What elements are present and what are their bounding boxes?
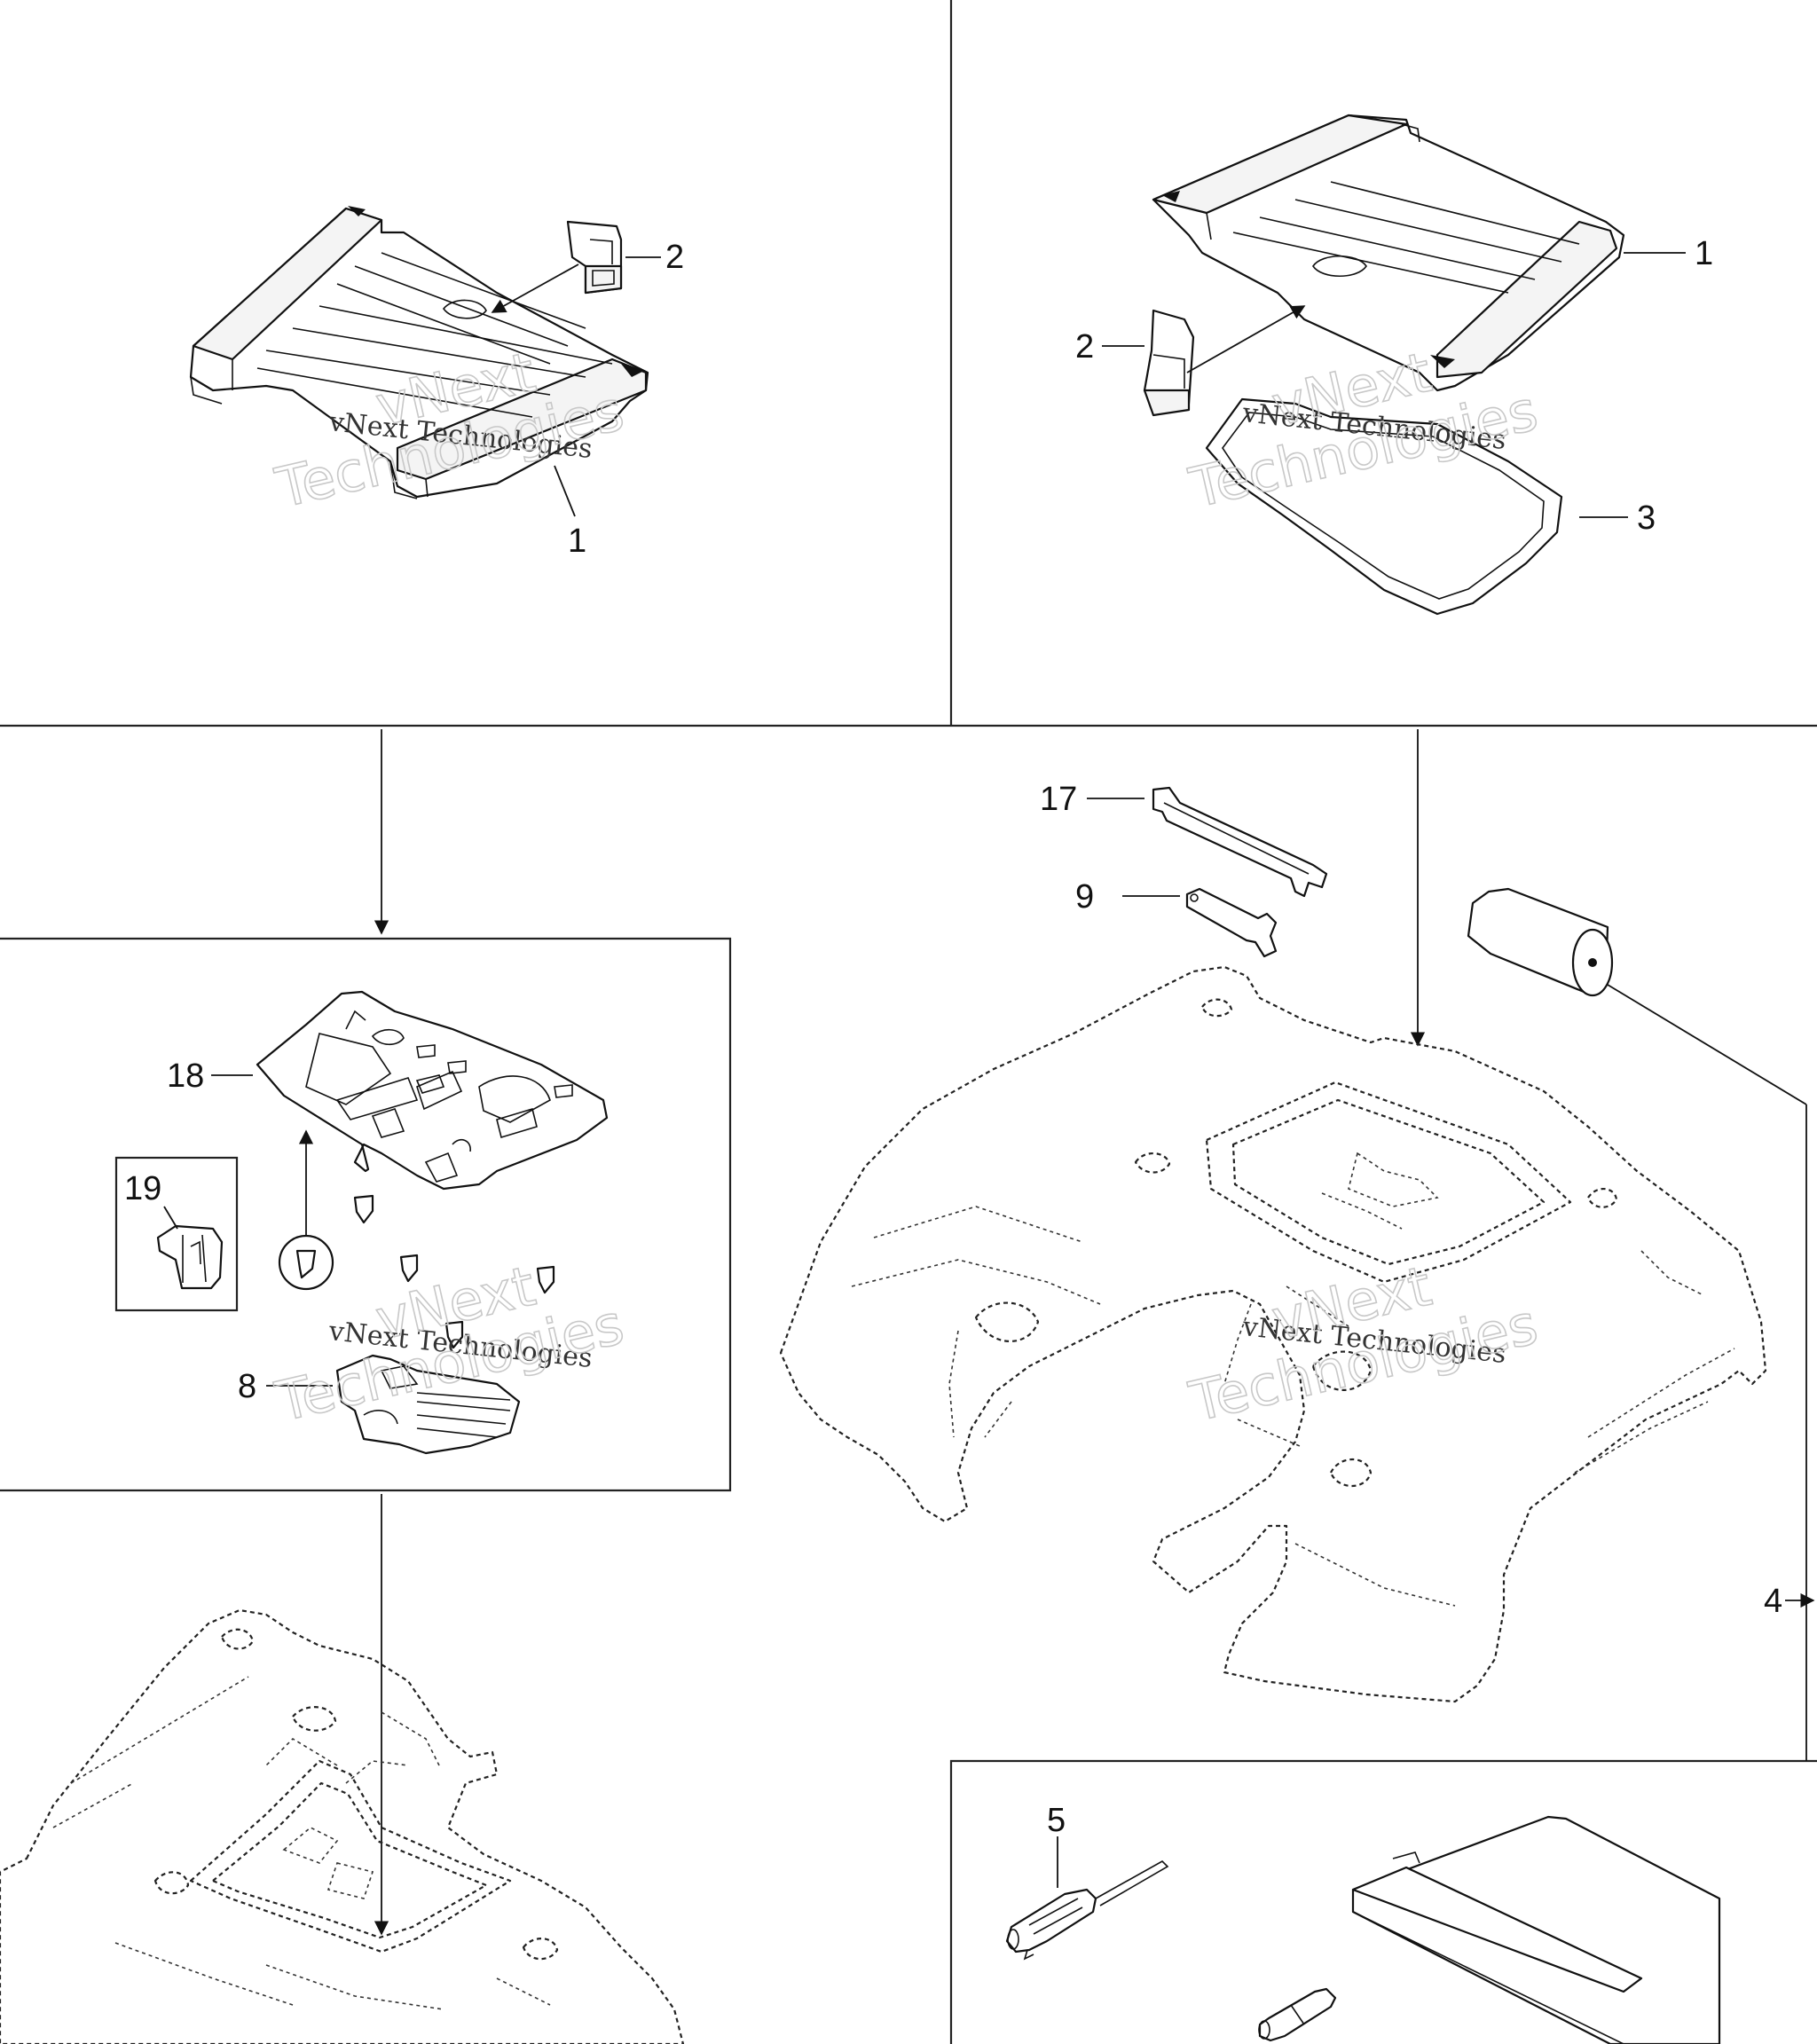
fastener-b xyxy=(399,1254,419,1283)
arrow-clip-to-rack-left xyxy=(491,263,579,313)
callout-tr-2: 2 xyxy=(1075,328,1094,366)
rack-right-end-bar-front xyxy=(1436,220,1618,379)
screwdriver-5 xyxy=(1005,1888,1097,1954)
leader-19 xyxy=(163,1206,178,1230)
watermark-mid-right: vNext Technologies vNext Technologies xyxy=(1183,1253,1544,1435)
watermark-top-right: vNext Technologies vNext Technologies xyxy=(1183,339,1544,522)
rack-right-end-bar-back xyxy=(1152,114,1408,215)
fender-seat-recess xyxy=(1205,1081,1572,1284)
tool-case-lid xyxy=(1351,1866,1643,1993)
toolkit-8 xyxy=(335,1354,521,1455)
callout-tr-3: 3 xyxy=(1637,499,1656,537)
callout-tl-1: 1 xyxy=(568,523,586,560)
callout-tl-2: 2 xyxy=(665,239,684,276)
fastener-c xyxy=(536,1265,555,1294)
tool-kit-inset: 5 xyxy=(1005,1802,1721,2044)
callout-17: 17 xyxy=(1040,781,1077,818)
gasket-right xyxy=(1205,397,1563,616)
bar-17 xyxy=(1152,786,1328,898)
front-fender-seat xyxy=(189,1759,512,1954)
inset-box-clip xyxy=(114,1156,239,1312)
front-fender-assembly xyxy=(0,1494,685,2044)
rear-fender-assembly: 17 9 4 xyxy=(779,729,1815,1761)
fastener-d xyxy=(444,1320,464,1349)
rack-assembly-right: 1 2 3 xyxy=(1075,114,1713,616)
arrow-clip-to-rack-right xyxy=(1186,305,1306,373)
callout-4: 4 xyxy=(1764,1583,1782,1620)
inset-box-left xyxy=(0,937,732,1492)
clip-19 xyxy=(156,1224,224,1290)
rack-assembly-left: 2 1 xyxy=(189,206,684,560)
rack-left-end-bar-front xyxy=(396,358,648,481)
wrench-9 xyxy=(1185,887,1278,958)
callout-5: 5 xyxy=(1047,1802,1066,1839)
fastener-in-circle xyxy=(295,1249,317,1279)
rear-fender-outline xyxy=(779,965,1767,1703)
callout-9: 9 xyxy=(1075,878,1094,916)
inset-box-bottom-right xyxy=(949,1759,1817,2044)
callout-18: 18 xyxy=(167,1057,204,1095)
leader-tl-1 xyxy=(554,465,576,517)
inset-storage-tray: 18 19 8 xyxy=(124,729,609,1455)
rack-left-end-bar-back xyxy=(192,207,383,361)
leader-cylinder-to-4 xyxy=(1607,984,1807,1105)
callout-19: 19 xyxy=(124,1170,161,1207)
front-fender-outline xyxy=(0,1608,685,2044)
callout-8: 8 xyxy=(238,1368,256,1405)
fastener-a xyxy=(353,1194,374,1224)
callout-tr-1: 1 xyxy=(1695,235,1713,272)
